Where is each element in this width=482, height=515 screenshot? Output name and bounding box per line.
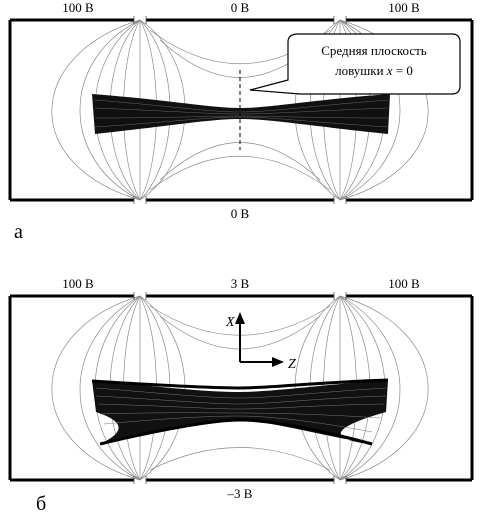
z-axis-arrowhead	[272, 357, 284, 367]
panel-b-axes: X Z	[225, 312, 296, 372]
axis-x-label: X	[225, 315, 235, 330]
x-axis-arrowhead	[235, 312, 245, 324]
panel-b-bottom-voltage: –3 В	[227, 486, 253, 501]
panel-a-callout-line1: Средняя плоскость	[321, 43, 427, 58]
panel-a-top-left-voltage: 100 В	[62, 0, 94, 15]
panel-a-callout-line2: ловушки x = 0	[335, 63, 413, 78]
panel-a-letter: а	[14, 221, 23, 243]
panel-b-electrode-gaps	[133, 292, 347, 484]
panel-b-top-right-voltage: 100 В	[388, 276, 420, 291]
panel-a-bottom-voltage: 0 В	[231, 206, 250, 221]
panel-a: Средняя плоскость ловушки x = 0 100 В 0 …	[8, 0, 474, 243]
axis-z-label: Z	[288, 357, 296, 372]
panel-b-frame	[8, 294, 474, 482]
panel-a-top-right-voltage: 100 В	[388, 0, 420, 15]
panel-a-ion-beam	[92, 94, 390, 134]
panel-a-electrode-gaps	[133, 16, 347, 204]
panel-b-top-center-voltage: 3 В	[231, 276, 250, 291]
panel-b-letter: б	[36, 493, 46, 515]
panel-b-top-left-voltage: 100 В	[62, 276, 94, 291]
panel-a-top-center-voltage: 0 В	[231, 0, 250, 15]
panel-a-callout: Средняя плоскость ловушки x = 0	[249, 33, 461, 95]
panel-a-frame	[8, 18, 474, 202]
panel-b: X Z 100 В 3 В 100 В –3 В б	[8, 276, 474, 515]
panel-b-ion-beam	[91, 378, 389, 446]
